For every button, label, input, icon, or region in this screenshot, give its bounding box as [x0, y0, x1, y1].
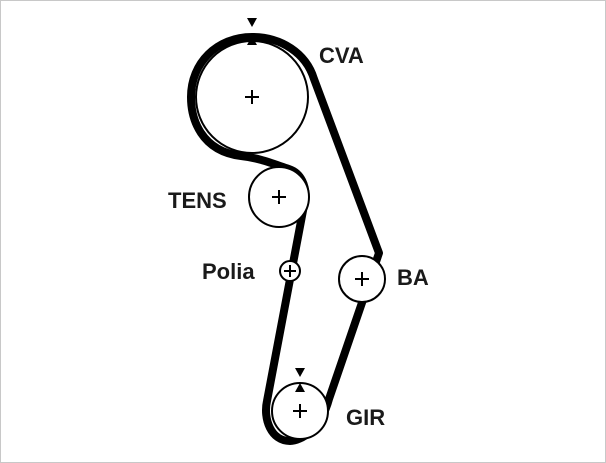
tens-pulley: [248, 166, 310, 228]
polia-pulley: [279, 260, 301, 282]
cva-label: CVA: [319, 43, 364, 68]
cva-timing-mark-icon: [247, 18, 257, 45]
plus-icon: [284, 265, 296, 277]
cva-pulley: [195, 40, 309, 154]
plus-icon: [245, 90, 259, 104]
plus-icon: [355, 272, 369, 286]
gir-timing-mark-icon: [295, 368, 305, 392]
plus-icon: [272, 190, 286, 204]
tens-label: TENS: [168, 188, 227, 213]
gir-label: GIR: [346, 405, 386, 430]
polia-label: Polia: [202, 259, 255, 284]
plus-icon: [293, 404, 307, 418]
ba-pulley: [338, 255, 386, 303]
ba-label: BA: [397, 265, 429, 290]
